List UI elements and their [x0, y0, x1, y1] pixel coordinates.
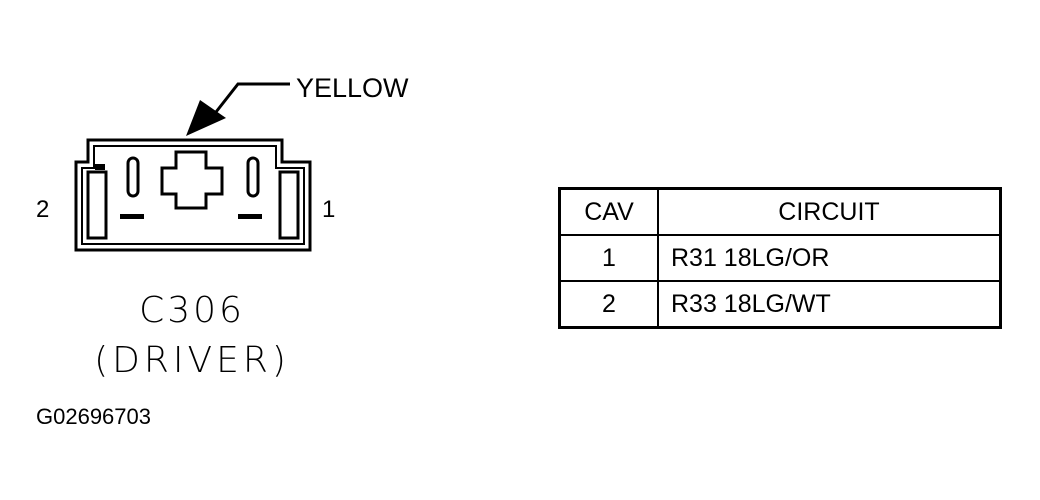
- wire-color-leader: [214, 82, 290, 113]
- wire-color-arrow-icon: [186, 100, 226, 136]
- table-row: 2 R33 18LG/WT: [558, 280, 1002, 329]
- cell-cav: 2: [558, 280, 659, 329]
- cell-cav: 1: [558, 234, 659, 282]
- table-header-row: CAV CIRCUIT: [558, 187, 1002, 236]
- connector-location: (DRIVER): [94, 340, 290, 381]
- terminal-cavity-2: [86, 170, 108, 240]
- connector-name: C306: [139, 290, 245, 331]
- terminal-cavity-1: [278, 170, 300, 240]
- header-cav: CAV: [558, 187, 659, 236]
- wire-color-label: YELLOW: [296, 73, 409, 103]
- polarization-tab: [95, 164, 105, 170]
- pin-label-right: 1: [322, 196, 335, 223]
- pin-label-left: 2: [36, 196, 49, 223]
- center-latch: [160, 150, 224, 210]
- dash-mark-right: [238, 214, 262, 219]
- table-row: 1 R31 18LG/OR: [558, 234, 1002, 282]
- connector-body: [74, 138, 312, 252]
- cell-circuit: R31 18LG/OR: [657, 234, 1002, 282]
- slot-left: [126, 156, 140, 198]
- figure-id: G02696703: [36, 404, 151, 429]
- cavity-circuit-table: CAV CIRCUIT 1 R31 18LG/OR 2 R33 18LG/WT: [558, 187, 1002, 329]
- cell-circuit: R33 18LG/WT: [657, 280, 1002, 329]
- slot-right: [246, 156, 260, 198]
- connector-body-inner: [81, 145, 305, 245]
- dash-mark-left: [120, 214, 144, 219]
- header-circuit: CIRCUIT: [657, 187, 1002, 236]
